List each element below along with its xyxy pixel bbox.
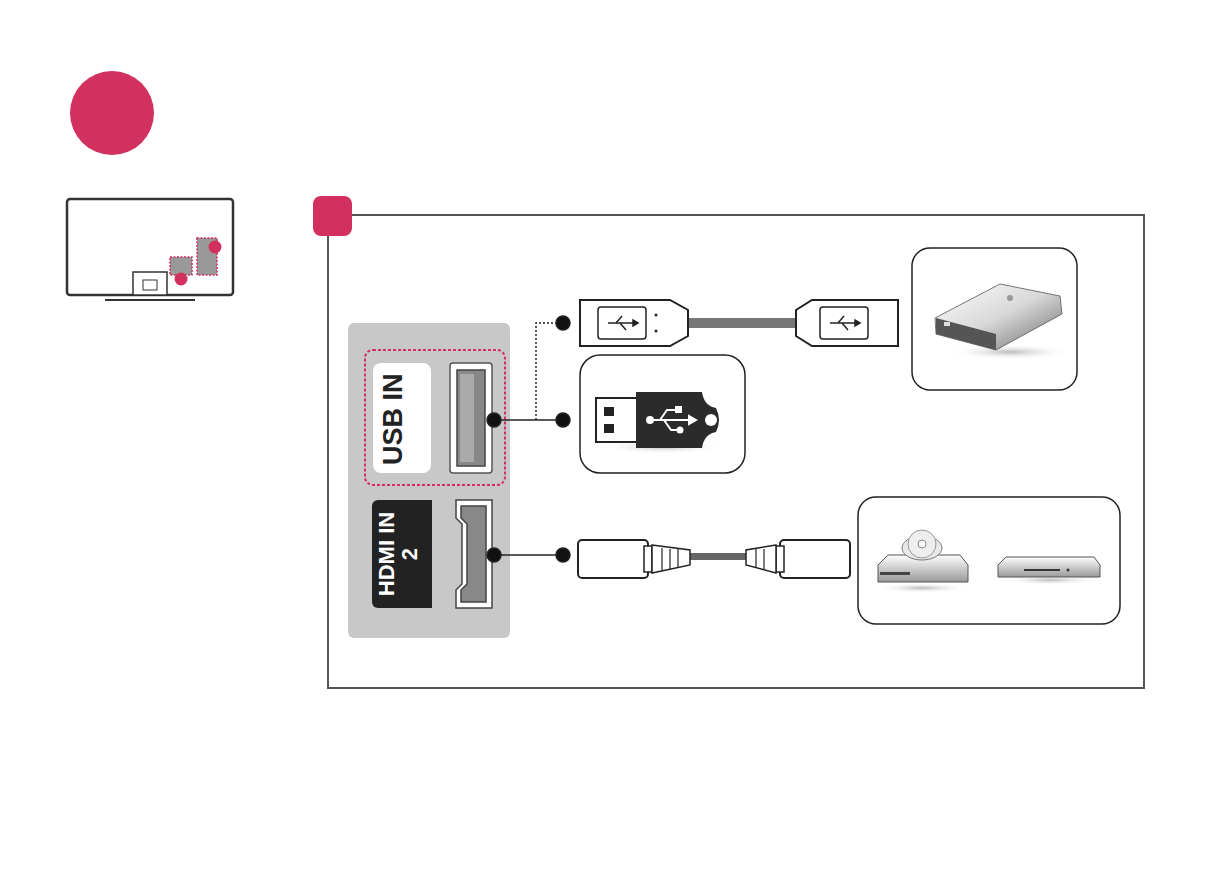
step-marker [70, 71, 154, 155]
usb-cable [580, 300, 898, 346]
port-name: USB IN [379, 373, 407, 465]
leader-lines [487, 316, 570, 562]
port-name: HDMI IN [375, 512, 398, 596]
hdmi-cable [578, 540, 850, 578]
tv-icon [67, 199, 233, 300]
highlight-outline [365, 350, 505, 485]
usb-port [450, 363, 492, 473]
external-hdd [912, 248, 1077, 390]
usb-label: USB IN [373, 363, 431, 473]
av-devices [858, 497, 1120, 624]
panel-frame [328, 215, 1144, 688]
label-column: USB IN [373, 363, 431, 473]
step-tab [313, 196, 352, 236]
port-number: 2 [398, 548, 421, 560]
port-panel [348, 323, 510, 638]
usb-stick [580, 355, 745, 473]
label-column: HDMI IN2 [372, 500, 432, 608]
hdmi-label: HDMI IN2 [372, 500, 432, 608]
